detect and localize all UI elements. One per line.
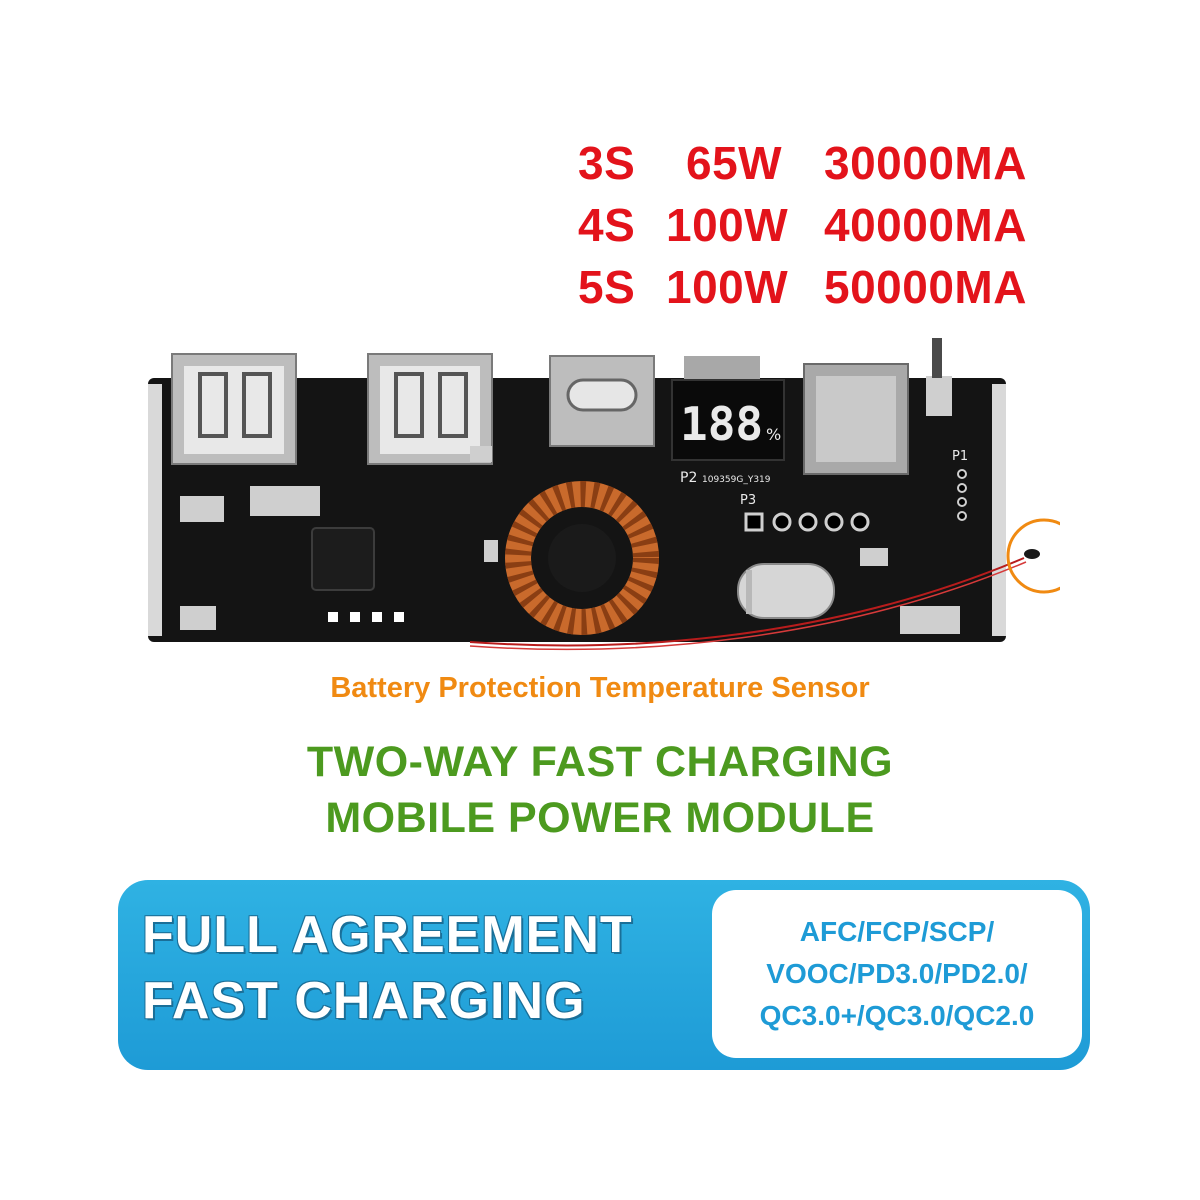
switch-lever (932, 338, 942, 378)
silk-p2: P2 (680, 470, 697, 486)
protocol-list-box: AFC/FCP/SCP/ VOOC/PD3.0/PD2.0/ QC3.0+/QC… (712, 890, 1082, 1058)
silk-p3: P3 (740, 493, 756, 508)
pcb-board-illustration: 188 % P2 109359G_Y319 P3 P1 (148, 338, 1060, 651)
thermistor-bead (1024, 549, 1040, 559)
banner-line-2: FAST CHARGING (142, 972, 586, 1030)
banner-headline: FULL AGREEMENT FAST CHARGING (142, 902, 633, 1034)
title-line-2: MOBILE POWER MODULE (325, 794, 875, 842)
sensor-highlight-circle (1006, 518, 1060, 594)
fast-charging-banner: FULL AGREEMENT FAST CHARGING AFC/FCP/SCP… (118, 880, 1090, 1070)
usb-a-port-1 (171, 353, 297, 465)
spec-capacity: 30000MA (824, 137, 1027, 189)
spec-cells: 3S (578, 137, 636, 189)
protocol-line-1: AFC/FCP/SCP/ (799, 916, 995, 947)
spec-table: 3S 65W 30000MA 4S 100W 40000MA 5S 100W 5… (578, 132, 1088, 318)
electrolytic-capacitor (737, 563, 835, 619)
p1-pads (957, 469, 967, 521)
spec-row-4s: 4S 100W 40000MA (578, 194, 1088, 256)
spec-power: 65W (686, 137, 783, 189)
right-solder-strip (992, 384, 1006, 636)
spec-power: 100W (666, 199, 789, 251)
spec-capacity: 40000MA (824, 199, 1027, 251)
banner-line-1: FULL AGREEMENT (142, 906, 633, 964)
silk-p1: P1 (952, 449, 968, 464)
pcb-board-image: 188 % P2 109359G_Y319 P3 P1 (140, 336, 1060, 666)
led-display: 188 % (671, 379, 785, 461)
usb-a-port-2 (367, 353, 493, 465)
display-percent: % (766, 425, 781, 444)
black-inductor (311, 527, 375, 591)
display-digits: 188 (680, 397, 763, 451)
protocol-line-2: VOOC/PD3.0/PD2.0/ (766, 958, 1028, 989)
left-solder-strip (148, 384, 162, 636)
smd-components (180, 446, 960, 634)
sensor-label: Battery Protection Temperature Sensor (330, 672, 870, 704)
spec-cells: 4S (578, 199, 636, 251)
spec-cells: 5S (578, 261, 636, 313)
micro-usb-port (684, 356, 760, 380)
title-line-1: TWO-WAY FAST CHARGING (306, 738, 894, 786)
usb-c-port (549, 355, 655, 447)
toroid-coil (505, 481, 659, 635)
silk-code: 109359G_Y319 (702, 475, 771, 485)
bottom-header-pads (328, 612, 404, 622)
sensor-wire (469, 557, 1025, 647)
spec-row-3s: 3S 65W 30000MA (578, 132, 1088, 194)
side-switch (926, 376, 952, 416)
p3-pads (744, 512, 870, 532)
spec-power: 100W (666, 261, 789, 313)
protocol-line-3: QC3.0+/QC3.0/QC2.0 (759, 1000, 1035, 1031)
spec-capacity: 50000MA (824, 261, 1027, 313)
spec-row-5s: 5S 100W 50000MA (578, 256, 1088, 318)
